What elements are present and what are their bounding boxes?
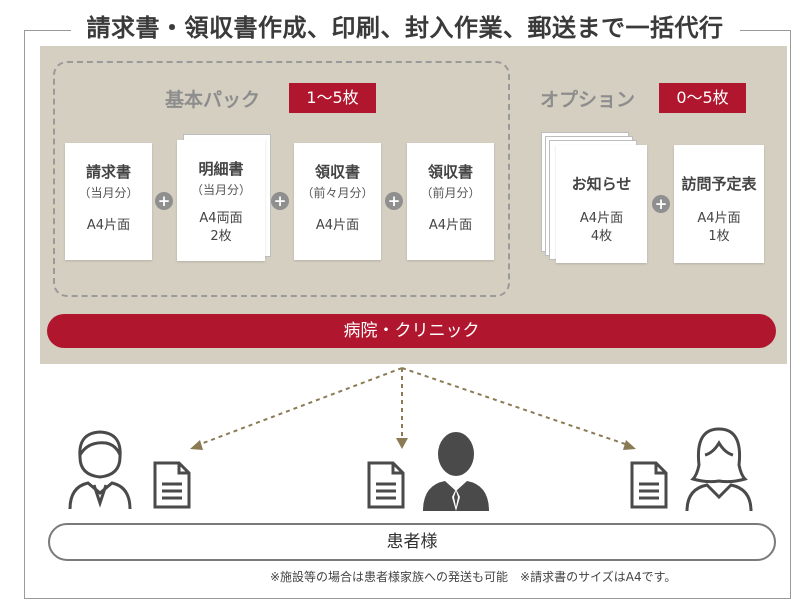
patient-bar: 患者様	[48, 523, 776, 561]
page-title: 請求書・領収書作成、印刷、封入作業、郵送まで一括代行	[70, 8, 740, 43]
doc-size: A4片面	[697, 211, 741, 226]
arrow-head	[623, 440, 636, 450]
doc-card-receipt-prev2: 領収書 （前々月分） A4片面	[294, 143, 381, 260]
basic-pack-count-badge: 1～5枚	[289, 83, 376, 113]
basic-pack-label: 基本パック	[165, 89, 261, 111]
document-icon	[153, 461, 191, 509]
doc-name: 明細書	[198, 160, 244, 178]
doc-card-statement: 明細書 （当月分） A4両面 2枚	[177, 140, 265, 261]
doc-card-receipt-prev1: 領収書 （前月分） A4片面	[407, 143, 494, 260]
doc-period: （当月分）	[190, 183, 251, 197]
doc-name: 訪問予定表	[681, 175, 757, 193]
clinic-banner: 病院・クリニック	[47, 314, 776, 348]
plus-icon: +	[652, 195, 670, 213]
person-icon	[423, 432, 489, 511]
person-icon	[685, 427, 753, 511]
doc-period: （前月分）	[420, 186, 481, 200]
plus-icon: +	[155, 192, 173, 210]
arrow-icon	[197, 367, 403, 446]
person-icon	[68, 430, 132, 510]
document-icon	[367, 461, 405, 509]
option-label: オプション	[540, 89, 636, 111]
doc-period: （前々月分）	[301, 186, 374, 200]
option-count-badge: 0～5枚	[659, 83, 746, 113]
doc-size: A4片面	[428, 218, 473, 233]
doc-name: お知らせ	[571, 175, 632, 193]
doc-size: A4両面	[199, 211, 243, 226]
footnote: ※施設等の場合は患者様家族への発送も可能 ※請求書のサイズはA4です。	[270, 570, 677, 584]
title-bar: 請求書・領収書作成、印刷、封入作業、郵送まで一括代行	[0, 8, 810, 43]
plus-icon: +	[271, 192, 289, 210]
document-icon	[630, 461, 668, 509]
doc-pages: 1枚	[708, 229, 730, 244]
doc-size: A4片面	[86, 218, 131, 233]
doc-name: 領収書	[427, 163, 473, 181]
doc-size: A4片面	[579, 211, 624, 226]
doc-pages: 2枚	[210, 229, 232, 244]
doc-period: （当月分）	[78, 186, 139, 200]
doc-name: 請求書	[85, 163, 131, 181]
doc-card-invoice: 請求書 （当月分） A4片面	[65, 143, 152, 260]
doc-card-notice: お知らせ A4片面 4枚	[556, 145, 647, 263]
doc-name: 領収書	[314, 163, 360, 181]
doc-pages: 4枚	[590, 229, 613, 244]
plus-icon: +	[385, 192, 403, 210]
basic-pack-box	[53, 61, 510, 297]
doc-card-visit-schedule: 訪問予定表 A4片面 1枚	[674, 145, 764, 263]
doc-size: A4片面	[315, 218, 360, 233]
arrow-head	[190, 440, 203, 450]
arrow-head	[396, 438, 408, 449]
